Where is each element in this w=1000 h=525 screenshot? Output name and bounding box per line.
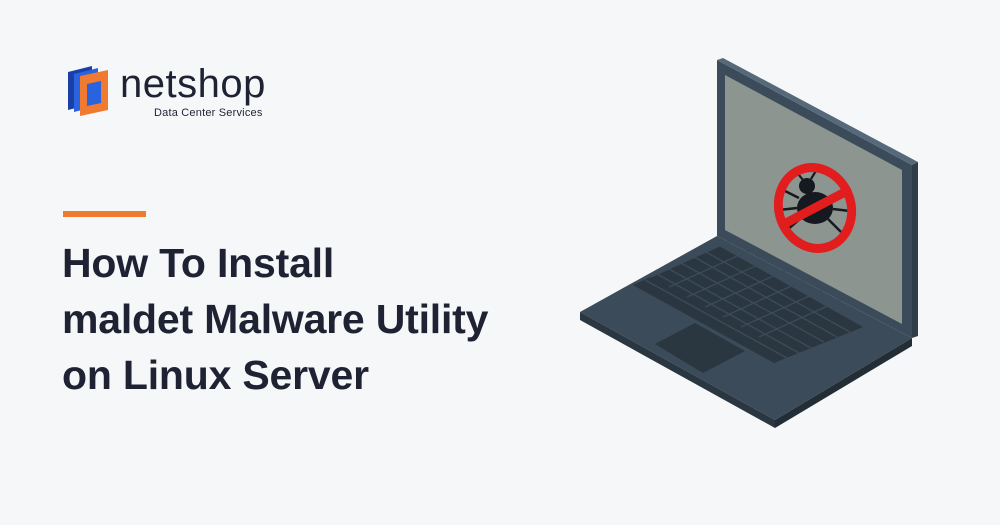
brand-tagline: Data Center Services — [154, 107, 263, 119]
article-headline: How To Install maldet Malware Utility on… — [62, 235, 582, 403]
headline-line-3: on Linux Server — [62, 352, 369, 398]
brand-name: netshop — [120, 62, 266, 106]
malware-warning — [773, 163, 857, 253]
accent-divider — [63, 211, 146, 217]
laptop-base — [580, 236, 912, 428]
headline-line-2: maldet Malware Utility — [62, 296, 489, 342]
laptop-icon — [580, 58, 918, 428]
laptop-touchpad — [655, 323, 745, 373]
prohibited-icon — [773, 163, 857, 253]
netshop-logo-icon — [68, 66, 108, 116]
headline-line-1: How To Install — [62, 240, 335, 286]
brand-logo: netshop Data Center Services — [62, 60, 282, 122]
